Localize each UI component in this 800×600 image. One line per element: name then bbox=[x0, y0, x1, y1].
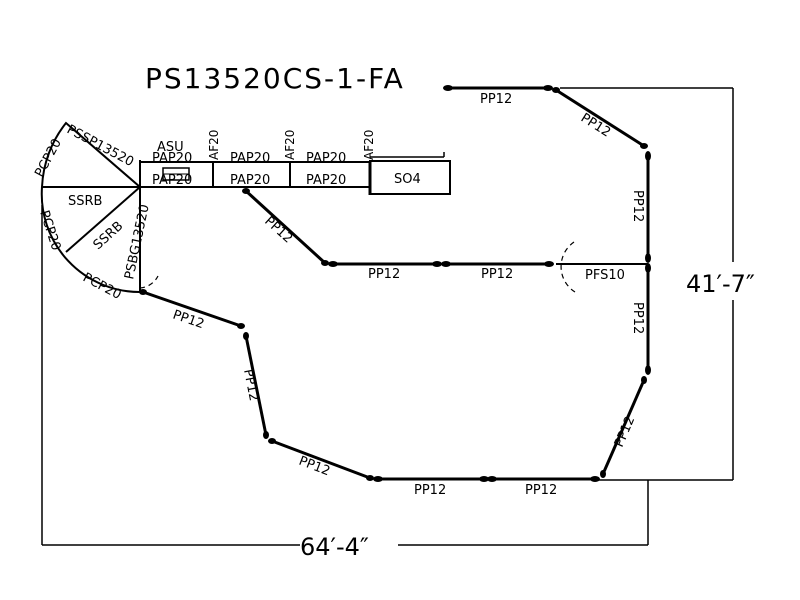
tube-diag-right-label: PP12 bbox=[612, 414, 638, 450]
tube-diag-bottom-label: PP12 bbox=[297, 454, 332, 480]
tube-diag-bottom: PP12 bbox=[268, 438, 374, 481]
label-ssrb-diagonal: SSRB bbox=[91, 219, 127, 253]
tube-inner-1-label: PP12 bbox=[368, 267, 400, 282]
label-pap20-bot-3: PAP20 bbox=[306, 173, 346, 188]
label-pap20-top-2: PAP20 bbox=[230, 151, 270, 166]
tube-top-label: PP12 bbox=[480, 92, 512, 107]
tube-left-vertical: PP12 bbox=[240, 332, 269, 439]
label-pap20-top-1: PAP20 bbox=[152, 151, 192, 166]
height-dimension-label: 41′-7″ bbox=[686, 270, 755, 298]
tube-bottom-mid: PP12 bbox=[373, 476, 489, 498]
tube-diag-top: PP12 bbox=[552, 87, 648, 149]
psbg-swing-arc bbox=[139, 275, 159, 289]
label-psbg13520: PSBG13520 bbox=[122, 203, 153, 281]
tube-inner-2-label: PP12 bbox=[481, 267, 513, 282]
pcp20-bottom-arc bbox=[40, 186, 141, 294]
width-dimension-label: 64′-4″ bbox=[300, 533, 369, 561]
tube-right-lower-label: PP12 bbox=[630, 302, 645, 334]
tube-diag-left: PP12 bbox=[139, 289, 245, 332]
label-pcp20-top: PCP20 bbox=[32, 136, 65, 180]
label-so4: SO4 bbox=[394, 172, 421, 187]
tube-diag-right: PP12 bbox=[600, 376, 647, 478]
diagram-title: PS13520CS-1-FA bbox=[145, 62, 405, 95]
platform-labels: ASU PAP20 PAP20 PAP20 PAP20 PAP20 PAP20 … bbox=[32, 122, 625, 303]
tube-top: PP12 bbox=[443, 85, 553, 107]
pfs10-swing-arc bbox=[560, 241, 576, 293]
label-af20-1: AF20 bbox=[207, 130, 221, 160]
tube-inner-1: PP12 bbox=[328, 261, 442, 282]
tube-right-upper: PP12 bbox=[630, 151, 651, 263]
tube-inner-diagonal: PP12 bbox=[242, 188, 329, 266]
label-pcp20-left: PCP20 bbox=[36, 209, 63, 253]
label-af20-2: AF20 bbox=[283, 130, 297, 160]
label-pap20-bot-1: PAP20 bbox=[152, 173, 192, 188]
label-asu: ASU bbox=[157, 140, 184, 155]
tube-inner-2: PP12 bbox=[441, 261, 554, 282]
deck-platforms bbox=[139, 152, 451, 195]
tube-bottom-mid-label: PP12 bbox=[414, 483, 446, 498]
tube-bottom-right-label: PP12 bbox=[525, 483, 557, 498]
quarter-circle-deck bbox=[40, 121, 159, 294]
label-pap20-top-3: PAP20 bbox=[306, 151, 346, 166]
label-ssrb-horizontal: SSRB bbox=[68, 194, 102, 209]
tube-bottom-right: PP12 bbox=[487, 476, 600, 498]
so4-slide-platform bbox=[369, 160, 451, 195]
label-pfs10: PFS10 bbox=[585, 268, 625, 283]
label-pcp20-bottom: PCP20 bbox=[80, 270, 124, 303]
tube-right-lower: PP12 bbox=[630, 263, 651, 375]
label-pssp13520: PSSP13520 bbox=[64, 122, 136, 170]
dimension-lines bbox=[41, 87, 734, 546]
ssrb-diagonal-divider bbox=[65, 186, 141, 253]
label-pap20-bot-2: PAP20 bbox=[230, 173, 270, 188]
tube-left-vertical-label: PP12 bbox=[240, 368, 261, 403]
tube-right-upper-label: PP12 bbox=[630, 190, 645, 222]
label-af20-3: AF20 bbox=[362, 130, 376, 160]
